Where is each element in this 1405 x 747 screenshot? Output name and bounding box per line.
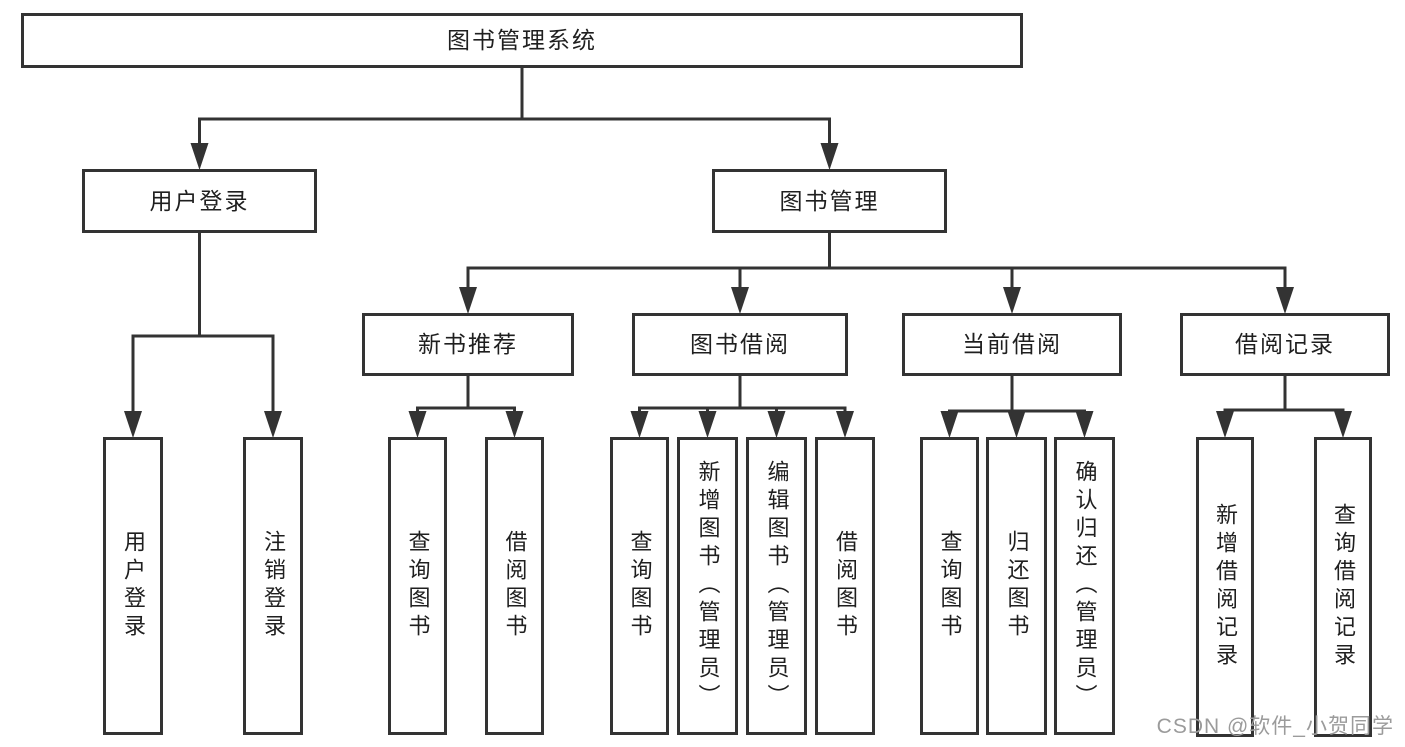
node-label-book-mgmt: 图书管理 [779,187,880,214]
arrowhead-leaf-bb-borrow [836,411,854,438]
arrowhead-book-borrow [731,287,749,314]
node-leaf-cb-return: 归还图书 [986,437,1047,735]
arrowhead-leaf-bb-edit [767,411,786,438]
watermark: CSDN @软件_小贺同学 [1156,715,1394,738]
arrowhead-leaf-cb-query [940,411,959,438]
arrowhead-user-login [190,143,209,170]
node-leaf-bb-borrow: 借阅图书 [815,437,875,735]
arrowhead-leaf-nbr-query [408,411,427,438]
arrowhead-leaf-br-query [1334,411,1352,438]
node-borrow-records: 借阅记录 [1180,313,1390,376]
node-book-mgmt: 图书管理 [712,169,947,233]
node-label-leaf-nbr-query: 查询图书 [405,530,431,642]
node-leaf-bb-add: 新增图书（管理员） [677,437,738,735]
arrowhead-leaf-nbr-borrow [505,411,524,438]
node-label-leaf-nbr-borrow: 借阅图书 [502,530,528,642]
node-leaf-nbr-borrow: 借阅图书 [485,437,544,735]
arrowhead-leaf-bb-query [630,411,649,438]
node-leaf-nbr-query: 查询图书 [388,437,447,735]
node-label-leaf-br-add: 新增借阅记录 [1213,503,1238,671]
node-label-leaf-cb-return: 归还图书 [1004,530,1030,642]
arrowhead-leaf-br-add [1216,411,1234,438]
node-label-leaf-cb-query: 查询图书 [937,530,963,642]
node-label-leaf-bb-borrow: 借阅图书 [833,530,858,642]
node-leaf-bb-query: 查询图书 [610,437,669,735]
node-new-book-rec: 新书推荐 [362,313,574,376]
node-leaf-user-login: 用户登录 [103,437,163,735]
arrowhead-leaf-cb-confirm [1075,411,1094,438]
arrowhead-new-book-rec [459,287,477,314]
node-label-leaf-cb-confirm: 确认归还（管理员） [1072,460,1098,712]
node-label-current-borrow: 当前借阅 [962,331,1062,357]
node-book-borrow: 图书借阅 [632,313,848,376]
node-leaf-cb-query: 查询图书 [920,437,979,735]
arrowhead-current-borrow [1003,287,1021,314]
arrowhead-book-mgmt [820,143,839,170]
arrowhead-leaf-cb-return [1007,411,1026,438]
arrowhead-leaf-bb-add [698,411,717,438]
node-user-login: 用户登录 [82,169,317,233]
node-label-leaf-user-login: 用户登录 [121,530,146,642]
node-label-leaf-br-query: 查询借阅记录 [1331,503,1356,671]
arrowhead-borrow-records [1276,287,1294,314]
node-label-leaf-bb-edit: 编辑图书（管理员） [764,460,790,712]
arrowhead-leaf-user-login [124,411,142,438]
node-label-new-book-rec: 新书推荐 [418,331,518,357]
node-leaf-cb-confirm: 确认归还（管理员） [1054,437,1115,735]
arrowhead-leaf-logout [264,411,282,438]
node-label-book-borrow: 图书借阅 [690,331,790,357]
node-label-leaf-bb-add: 新增图书（管理员） [695,460,721,712]
node-leaf-br-query: 查询借阅记录 [1314,437,1372,737]
node-label-root: 图书管理系统 [447,27,597,53]
node-current-borrow: 当前借阅 [902,313,1122,376]
node-label-borrow-records: 借阅记录 [1235,331,1335,357]
node-leaf-logout: 注销登录 [243,437,303,735]
node-leaf-br-add: 新增借阅记录 [1196,437,1254,737]
node-label-leaf-logout: 注销登录 [261,530,286,642]
node-root: 图书管理系统 [21,13,1023,68]
node-leaf-bb-edit: 编辑图书（管理员） [746,437,807,735]
node-label-user-login: 用户登录 [149,187,250,214]
node-label-leaf-bb-query: 查询图书 [627,530,653,642]
